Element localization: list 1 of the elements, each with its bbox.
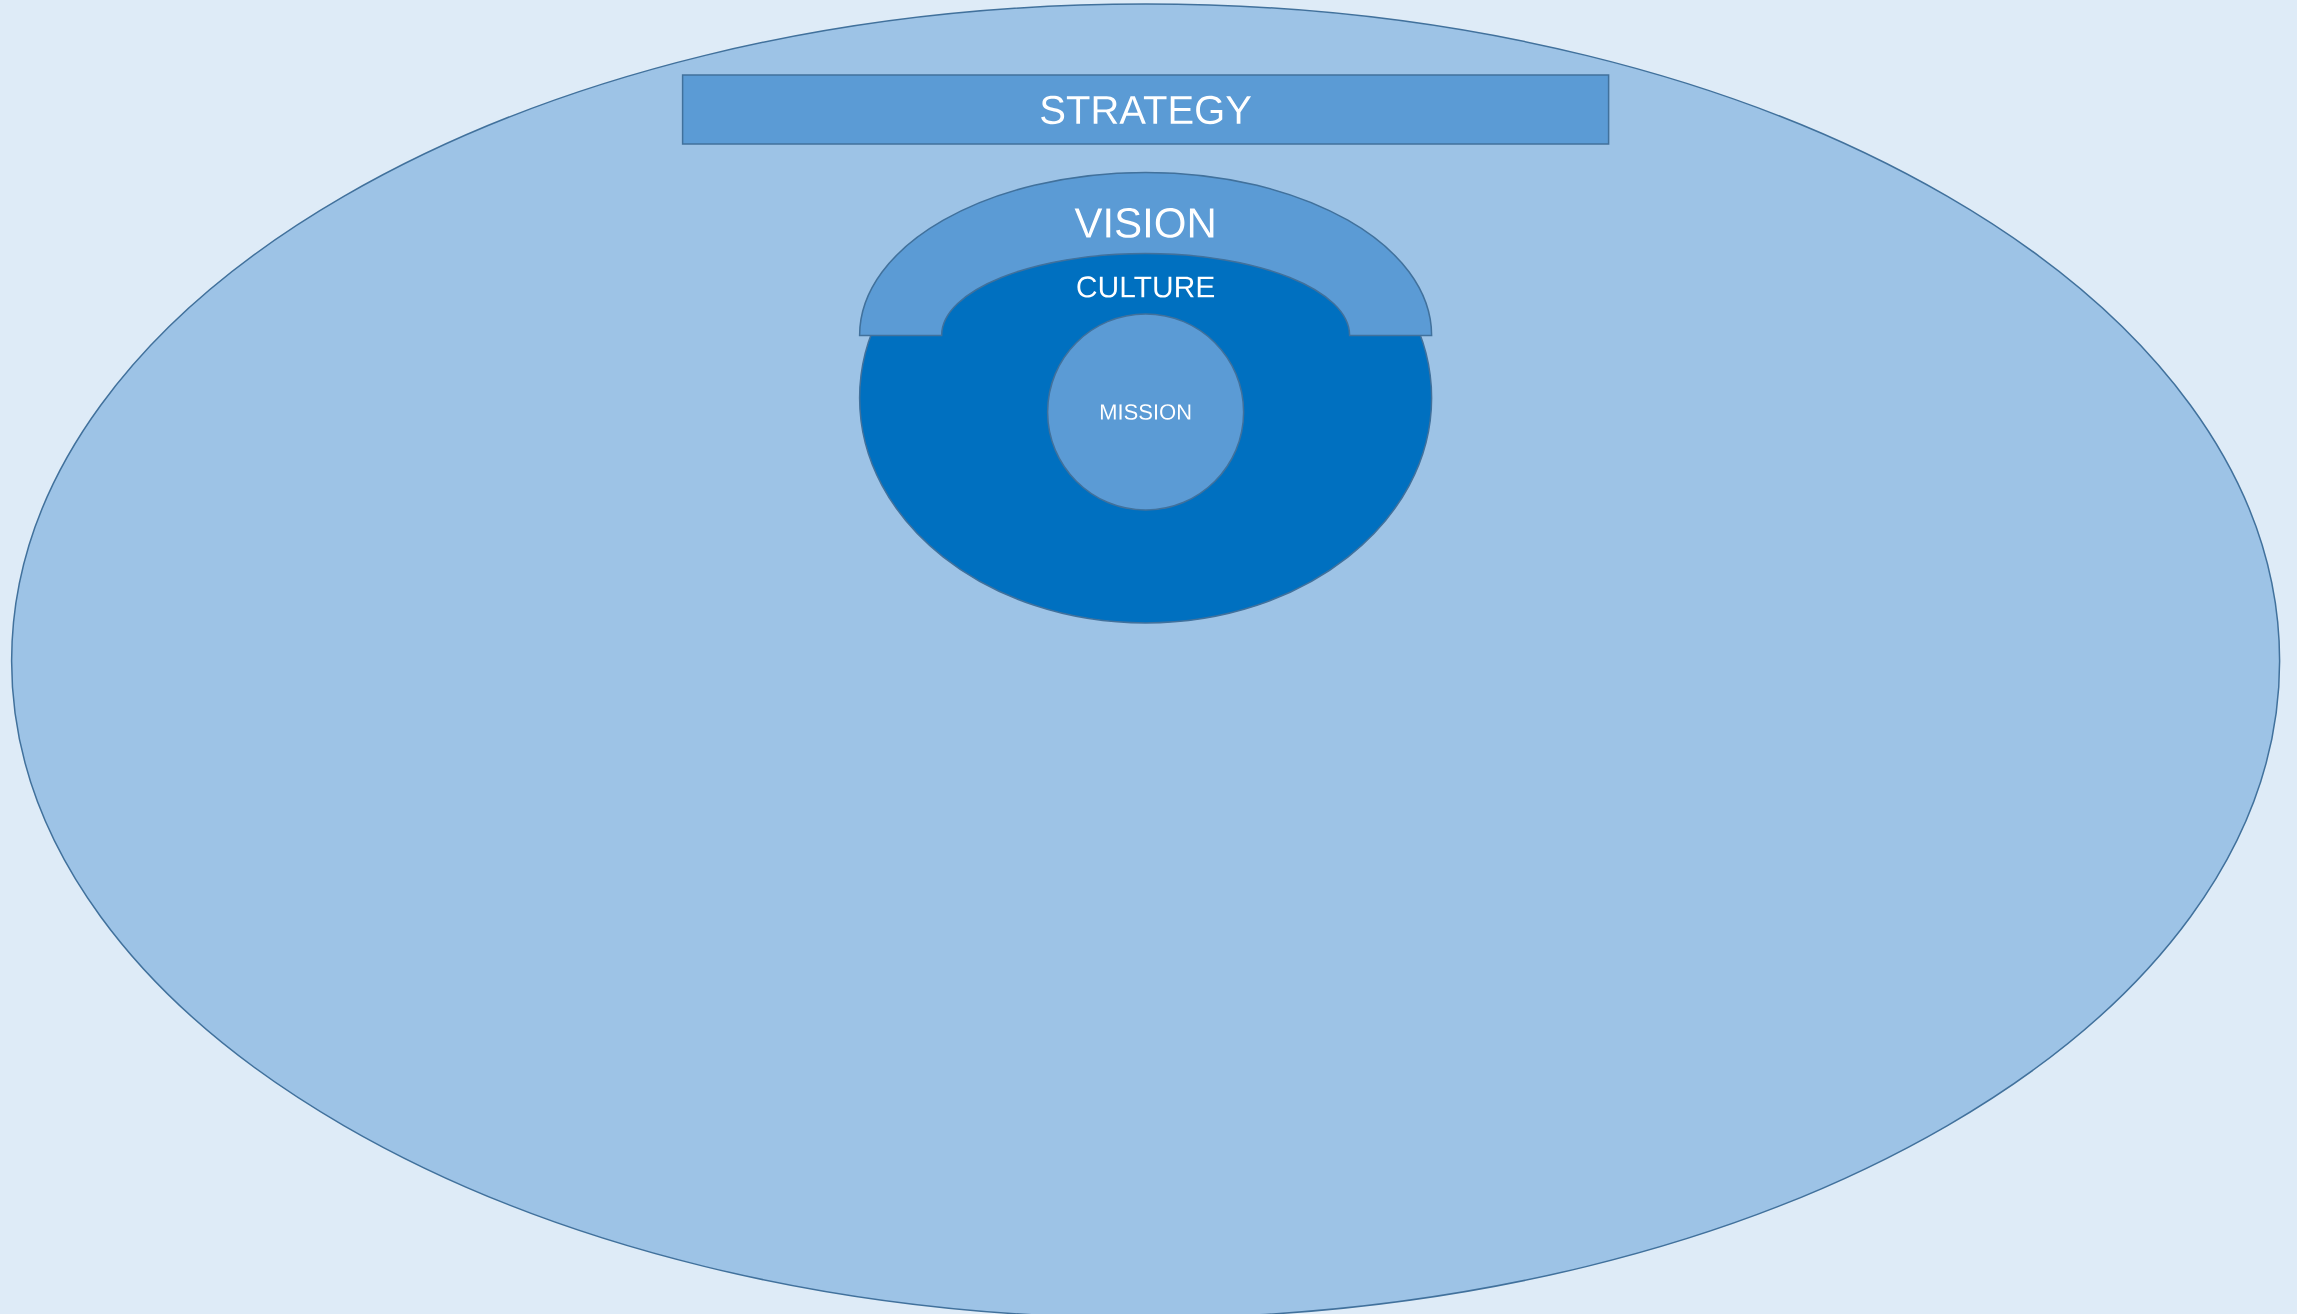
strategy-bar: STRATEGY	[681, 74, 1610, 145]
